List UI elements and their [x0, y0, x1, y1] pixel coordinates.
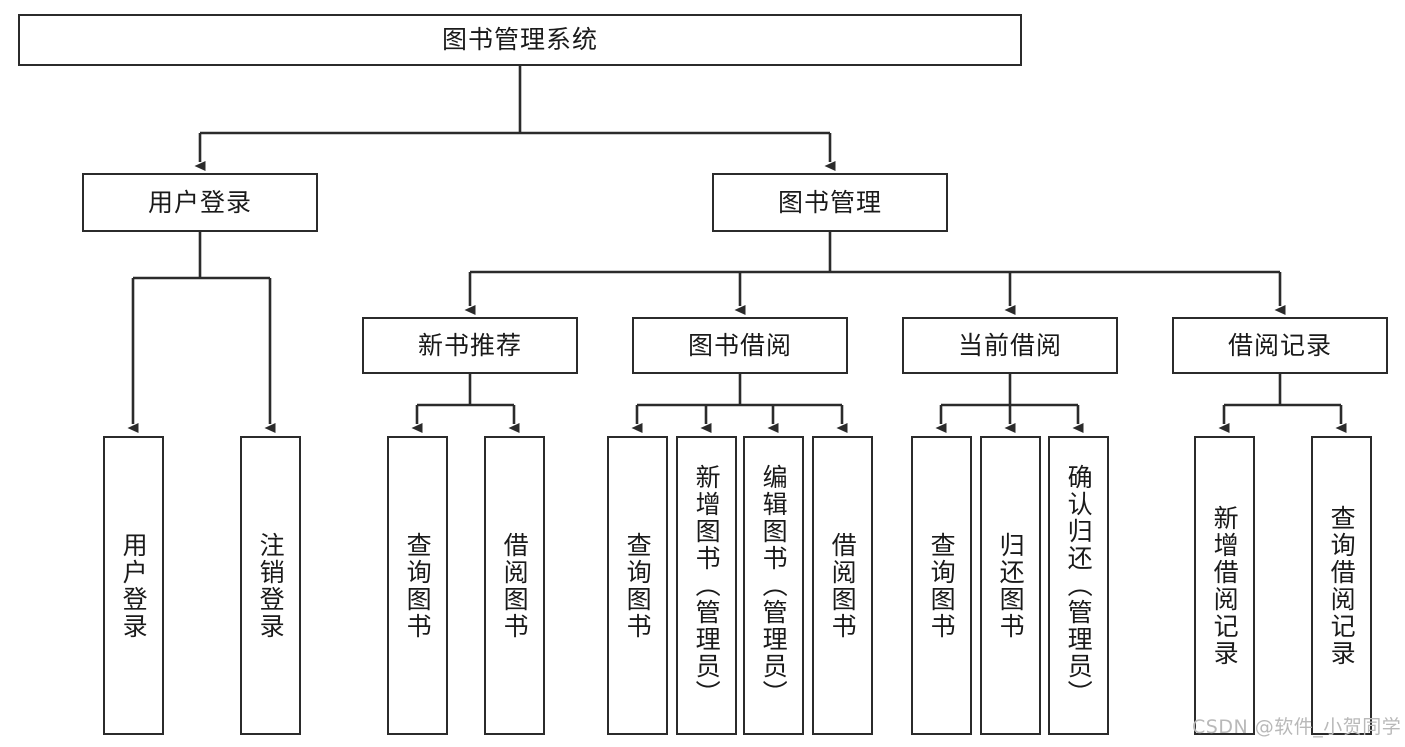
node-label: 用户登录	[119, 531, 149, 640]
node-root-book-management-system[interactable]: 图书管理系统	[18, 14, 1022, 66]
node-label: 图书管理	[777, 187, 882, 217]
node-book-borrow[interactable]: 图书借阅	[632, 317, 848, 374]
node-label: 用户登录	[147, 187, 252, 217]
csdn-watermark: CSDN @软件_小贺同学	[1192, 716, 1402, 738]
node-current-borrow[interactable]: 当前借阅	[902, 317, 1118, 374]
node-label: 新增图书（管理员）	[692, 464, 722, 707]
leaf-query-borrow-record[interactable]: 查询借阅记录	[1311, 436, 1372, 735]
node-label: 新书推荐	[417, 330, 522, 360]
leaf-query-book-borrow[interactable]: 查询图书	[607, 436, 668, 735]
node-label: 查询图书	[927, 531, 957, 640]
leaf-add-borrow-record[interactable]: 新增借阅记录	[1194, 436, 1255, 735]
leaf-query-book-current[interactable]: 查询图书	[911, 436, 972, 735]
node-label: 注销登录	[256, 531, 286, 640]
node-label: 图书借阅	[687, 330, 792, 360]
node-label: 归还图书	[996, 531, 1026, 640]
leaf-borrow-book-recommend[interactable]: 借阅图书	[484, 436, 545, 735]
node-borrow-record[interactable]: 借阅记录	[1172, 317, 1388, 374]
node-label: 新增借阅记录	[1210, 504, 1240, 667]
node-label: 借阅图书	[500, 531, 530, 640]
node-label: 查询图书	[403, 531, 433, 640]
leaf-confirm-return-admin[interactable]: 确认归还（管理员）	[1048, 436, 1109, 735]
node-label: 编辑图书（管理员）	[759, 464, 789, 707]
leaf-borrow-book[interactable]: 借阅图书	[812, 436, 873, 735]
node-label: 确认归还（管理员）	[1064, 464, 1094, 707]
node-label: 借阅记录	[1227, 330, 1332, 360]
node-user-login[interactable]: 用户登录	[82, 173, 318, 232]
node-label: 当前借阅	[957, 330, 1062, 360]
leaf-edit-book-admin[interactable]: 编辑图书（管理员）	[743, 436, 804, 735]
node-label: 图书管理系统	[441, 25, 598, 55]
node-label: 查询图书	[623, 531, 653, 640]
node-label: 借阅图书	[828, 531, 858, 640]
leaf-return-book[interactable]: 归还图书	[980, 436, 1041, 735]
node-new-book-recommend[interactable]: 新书推荐	[362, 317, 578, 374]
leaf-logout[interactable]: 注销登录	[240, 436, 301, 735]
node-label: 查询借阅记录	[1327, 504, 1357, 667]
leaf-query-book-recommend[interactable]: 查询图书	[387, 436, 448, 735]
leaf-user-login[interactable]: 用户登录	[103, 436, 164, 735]
leaf-add-book-admin[interactable]: 新增图书（管理员）	[676, 436, 737, 735]
node-book-management[interactable]: 图书管理	[712, 173, 948, 232]
